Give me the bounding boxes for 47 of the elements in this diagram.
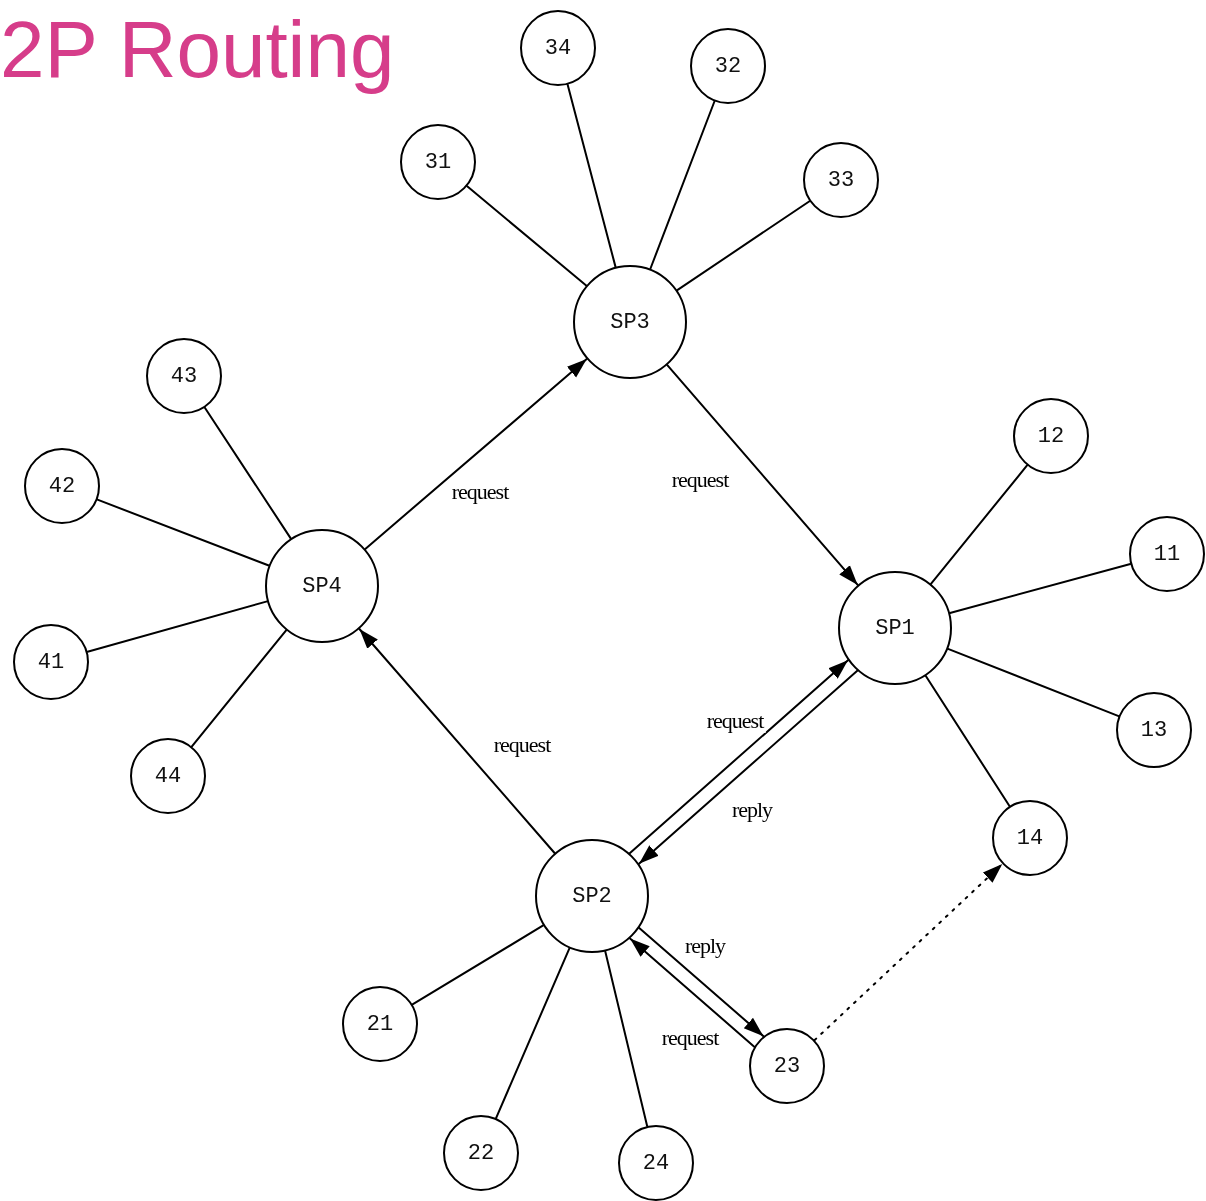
node-label: SP1: [875, 615, 915, 641]
node-label: 41: [37, 649, 65, 675]
node-label: SP4: [302, 573, 342, 599]
node-label: 34: [544, 35, 572, 61]
super-peer-circle: [838, 571, 952, 685]
connector-line: [566, 83, 617, 268]
node-label: 31: [424, 149, 452, 175]
arrow: [358, 628, 556, 854]
connector-line: [947, 647, 1120, 718]
node-label: 24: [642, 1150, 670, 1176]
node-label: 23: [773, 1053, 801, 1079]
node-label: 32: [714, 53, 742, 79]
node-label: 33: [827, 167, 855, 193]
dotted-arrow: [813, 863, 1004, 1041]
arrow: [364, 358, 588, 550]
connector-line: [86, 600, 269, 653]
connector-line: [924, 674, 1011, 808]
arrow: [666, 364, 859, 586]
node-label: SP2: [572, 883, 612, 909]
connector-line: [649, 100, 716, 270]
connector-line: [929, 464, 1029, 585]
node-label: 43: [170, 363, 198, 389]
arrow: [628, 659, 849, 855]
super-peer-circle: [535, 839, 649, 953]
connector-line: [676, 200, 811, 292]
peer-circle: [749, 1028, 825, 1104]
connector-line: [604, 950, 649, 1128]
connector-line: [411, 924, 545, 1006]
node-label: 44: [154, 763, 182, 789]
arrow: [638, 926, 765, 1038]
node-label: 12: [1037, 423, 1065, 449]
connector-line: [96, 498, 270, 567]
node-label: 22: [467, 1140, 495, 1166]
node-label: 13: [1140, 717, 1168, 743]
node-label: 21: [366, 1011, 394, 1037]
node-label: 42: [48, 473, 76, 499]
arrow: [638, 669, 859, 865]
arrow: [629, 937, 756, 1048]
peer-circle: [992, 800, 1068, 876]
connector-line: [949, 563, 1132, 615]
connector-line: [495, 947, 571, 1120]
node-label: 11: [1153, 541, 1181, 567]
node-label: SP3: [610, 309, 650, 335]
connector-line: [466, 185, 588, 287]
connector-line: [190, 629, 288, 748]
node-label: 14: [1016, 825, 1044, 851]
connector-line: [203, 406, 292, 540]
